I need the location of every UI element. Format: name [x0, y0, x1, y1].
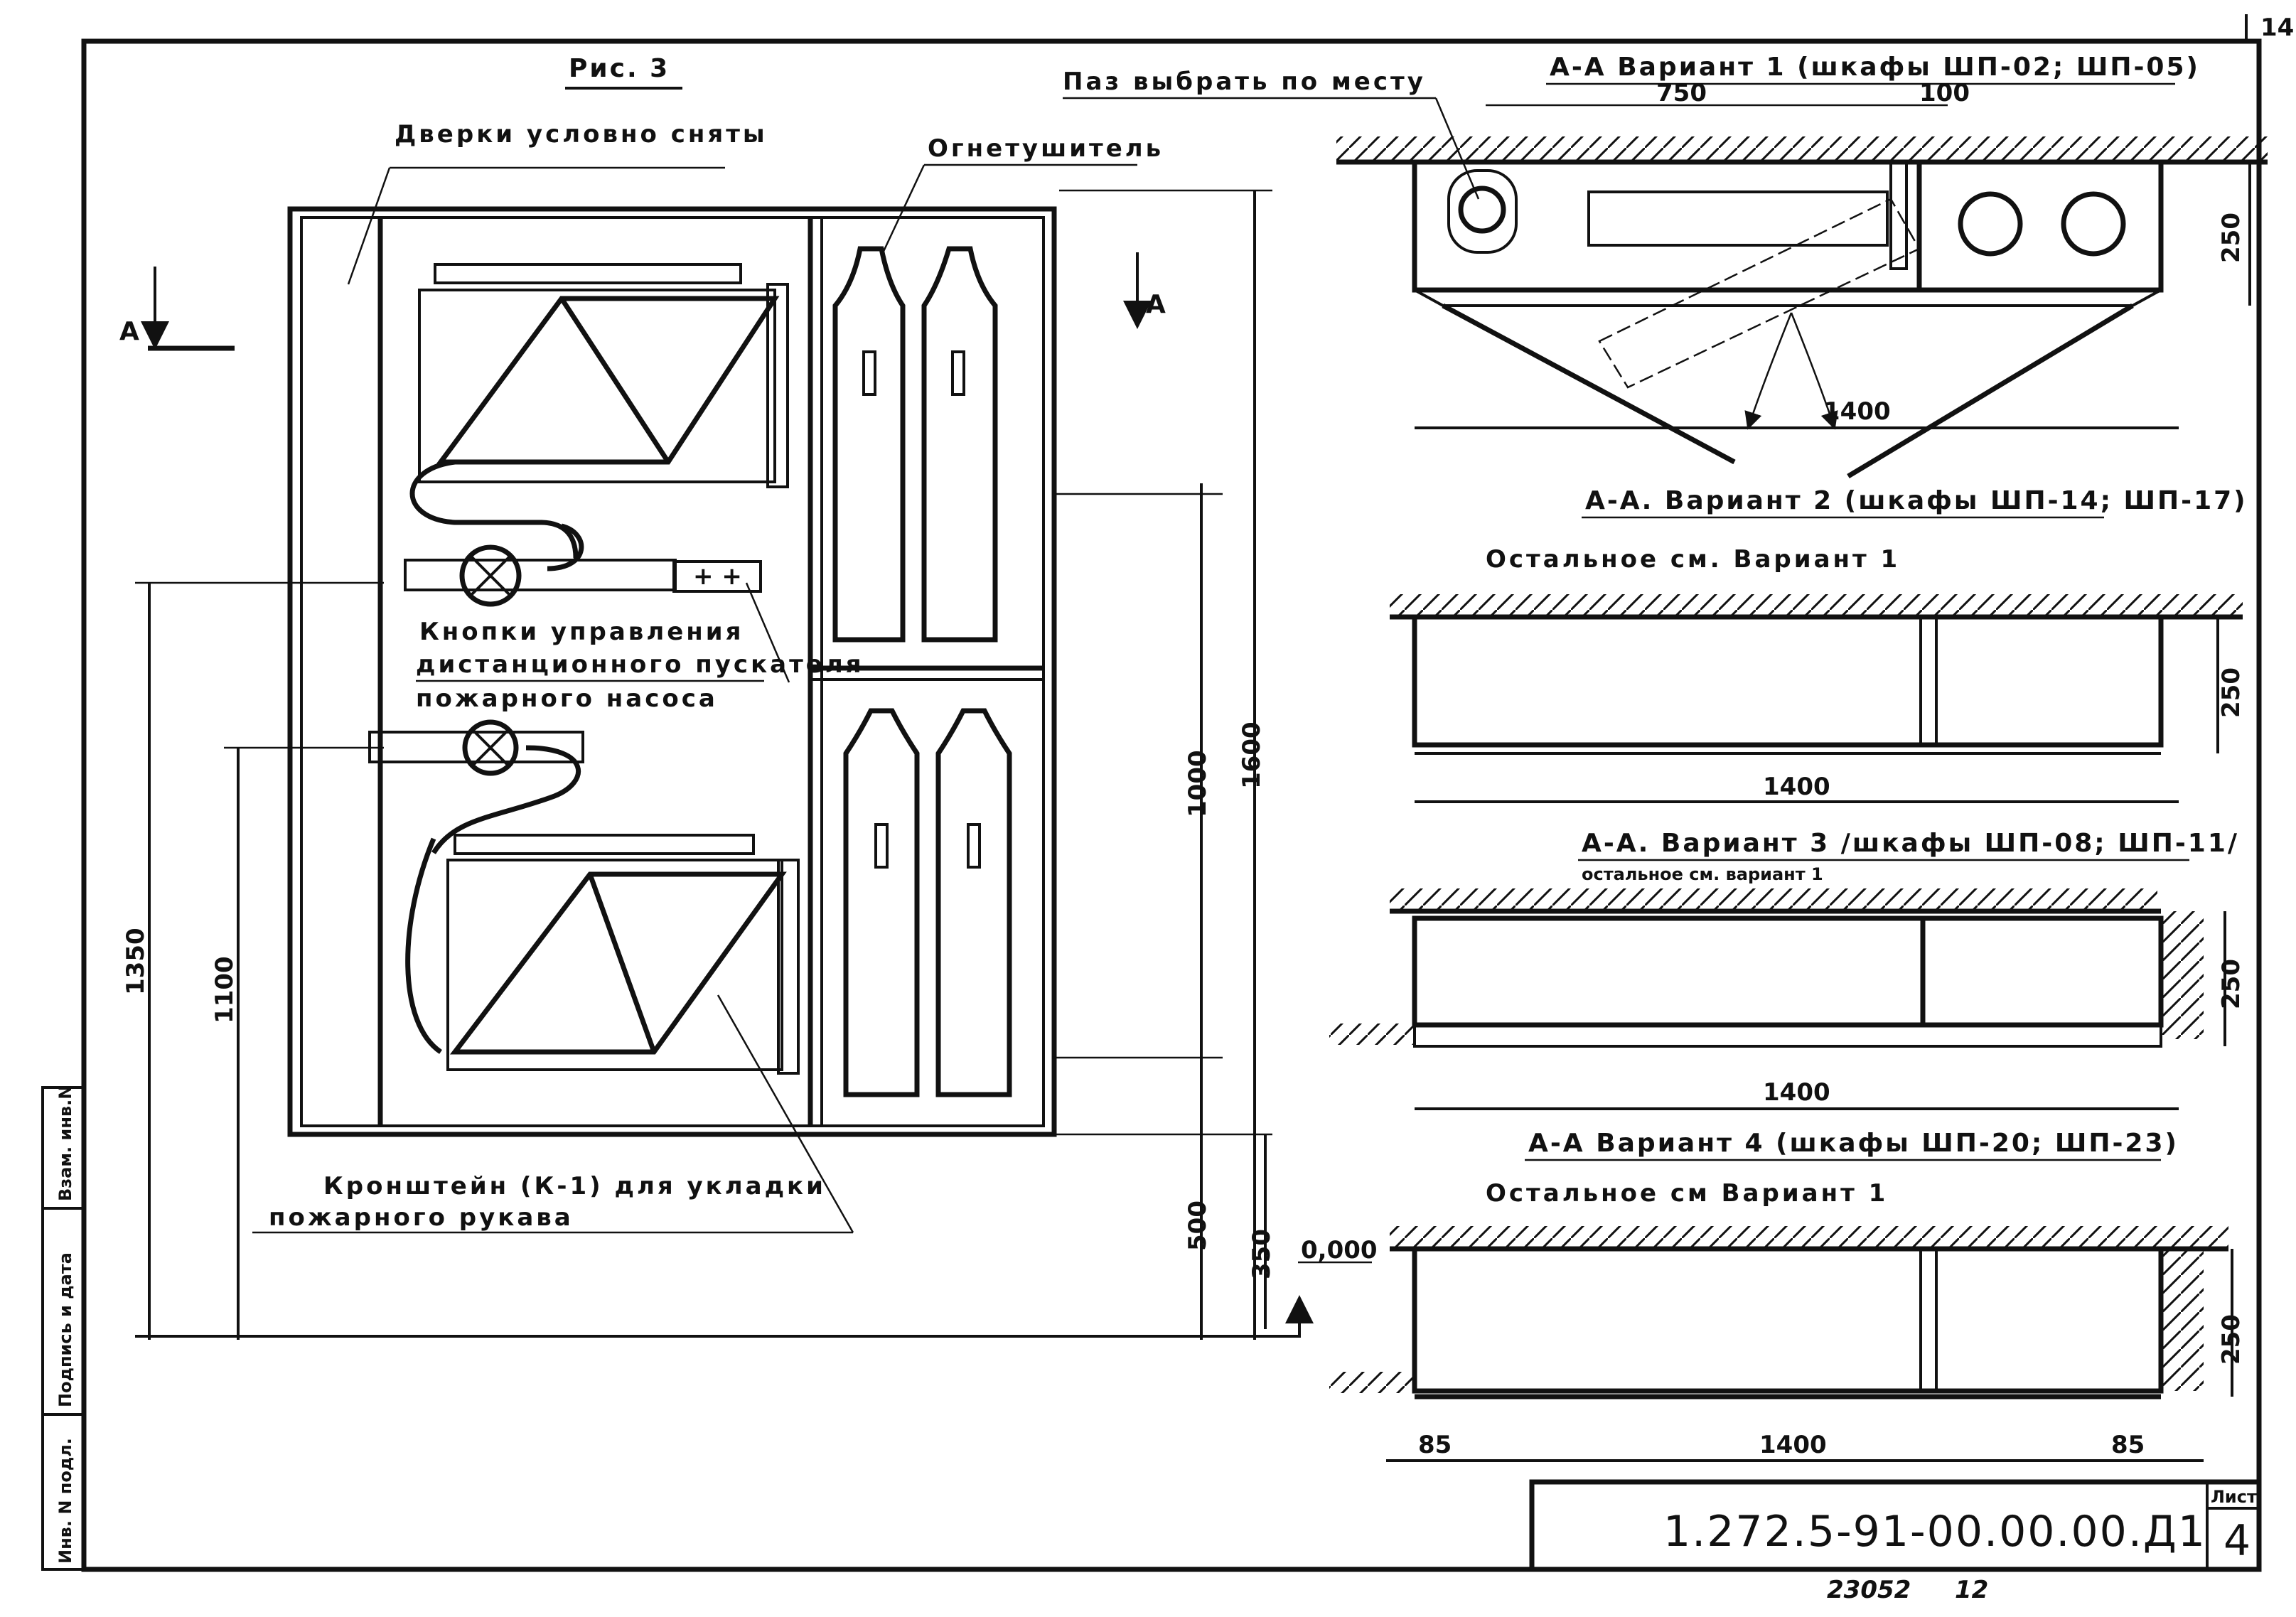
- v1-title: А-А Вариант 1 (шкафы ШП-02; ШП-05): [1550, 53, 2200, 82]
- stamp-vzam: Взам. инв.N: [55, 1085, 75, 1201]
- figure-title: Рис. 3: [569, 54, 670, 83]
- sheet-label: Лист: [2211, 1487, 2257, 1507]
- v4-title: А-А Вариант 4 (шкафы ШП-20; ШП-23): [1528, 1129, 2179, 1158]
- v1-dim-250: 250: [2217, 213, 2246, 263]
- v4-dim-85-right: 85: [2111, 1431, 2145, 1459]
- v1-groove-note: Паз выбрать по месту: [1063, 68, 1426, 96]
- stamp-inv-podl: Инв. N подл.: [55, 1438, 75, 1564]
- level-0000: 0,000: [1301, 1236, 1378, 1264]
- v2-note: Остальное см. Вариант 1: [1486, 545, 1900, 574]
- lower-valve: [368, 719, 584, 854]
- section-mark-a-left: А: [119, 317, 141, 346]
- dim-1350: 1350: [122, 928, 150, 995]
- v1-dim-750: 750: [1656, 79, 1707, 107]
- sheet-frame: 14: [81, 14, 2294, 1572]
- buttons-label-3: пожарного насоса: [416, 684, 718, 713]
- v3-dim-250: 250: [2217, 959, 2246, 1009]
- archive-suffix: 12: [1955, 1576, 1988, 1604]
- bracket-label-1: Кронштейн (К-1) для укладки: [323, 1172, 826, 1200]
- v4-note: Остальное см Вариант 1: [1486, 1179, 1888, 1208]
- page-number: 14: [2260, 14, 2294, 42]
- section-mark-left: А: [119, 267, 235, 351]
- sheet-number: 4: [2223, 1516, 2252, 1566]
- bracket-label-2: пожарного рукава: [269, 1203, 574, 1232]
- extinguishers: [832, 246, 1012, 1097]
- buttons-label-2: дистанционного пускателя: [416, 650, 864, 679]
- dim-350: 350: [1248, 1229, 1276, 1279]
- v3-note: остальное см. вариант 1: [1582, 864, 1823, 884]
- v3-title: А-А. Вариант 3 /шкафы ШП-08; ШП-11/: [1582, 829, 2239, 858]
- section-variant-3: А-А. Вариант 3 /шкафы ШП-08; ШП-11/ оста…: [1329, 829, 2246, 1110]
- buttons-box-text: + +: [693, 562, 742, 591]
- v4-dim-250: 250: [2217, 1314, 2246, 1365]
- left-stamp: Инв. N подл. Подпись и дата Взам. инв.N: [41, 1085, 85, 1571]
- dim-1000: 1000: [1184, 750, 1212, 817]
- v2-dim-1400: 1400: [1763, 773, 1830, 801]
- section-variant-2: А-А. Вариант 2 (шкафы ШП-14; ШП-17) Оста…: [1390, 486, 2248, 803]
- dim-1600: 1600: [1238, 721, 1266, 789]
- section-mark-right: А: [1123, 252, 1168, 329]
- upper-valve: [404, 459, 677, 607]
- v4-dim-85-left: 85: [1418, 1431, 1452, 1459]
- v1-dim-1400: 1400: [1823, 397, 1891, 426]
- hose-rack-top: [418, 263, 789, 488]
- archive-number: 23052: [1827, 1576, 1911, 1604]
- title-block: 1.272.5-91-00.00.00.Д1 Лист 4 23052 12: [1529, 1479, 2262, 1604]
- buttons-box: + +: [672, 560, 790, 683]
- figure-3: Рис. 3 Дверки условно сняты: [119, 54, 1378, 1340]
- doc-code: 1.272.5-91-00.00.00.Д1: [1663, 1507, 2206, 1557]
- section-variant-4: А-А Вариант 4 (шкафы ШП-20; ШП-23) Остал…: [1329, 1129, 2246, 1462]
- v4-dim-1400: 1400: [1759, 1431, 1827, 1459]
- hose-rack-bottom: [405, 834, 800, 1075]
- figure-dimensions: 1600 1000 500 350 1350 1100 0,000: [122, 189, 1378, 1340]
- cabinet-outline: [287, 206, 1057, 1137]
- extinguisher-label: Огнетушитель: [928, 134, 1164, 163]
- section-variant-1: А-А Вариант 1 (шкафы ШП-02; ШП-05) Паз в…: [1063, 53, 2268, 479]
- v2-title: А-А. Вариант 2 (шкафы ШП-14; ШП-17): [1585, 486, 2248, 515]
- dim-1100: 1100: [210, 956, 239, 1024]
- buttons-label-1: Кнопки управления: [419, 618, 744, 646]
- section-mark-a-right: А: [1146, 290, 1168, 319]
- doors-note: Дверки условно сняты: [395, 120, 768, 149]
- dim-500: 500: [1184, 1200, 1212, 1251]
- stamp-podpis: Подпись и дата: [55, 1252, 75, 1407]
- v2-dim-250: 250: [2217, 667, 2246, 718]
- v3-dim-1400: 1400: [1763, 1078, 1830, 1107]
- v1-dim-100: 100: [1919, 79, 1970, 107]
